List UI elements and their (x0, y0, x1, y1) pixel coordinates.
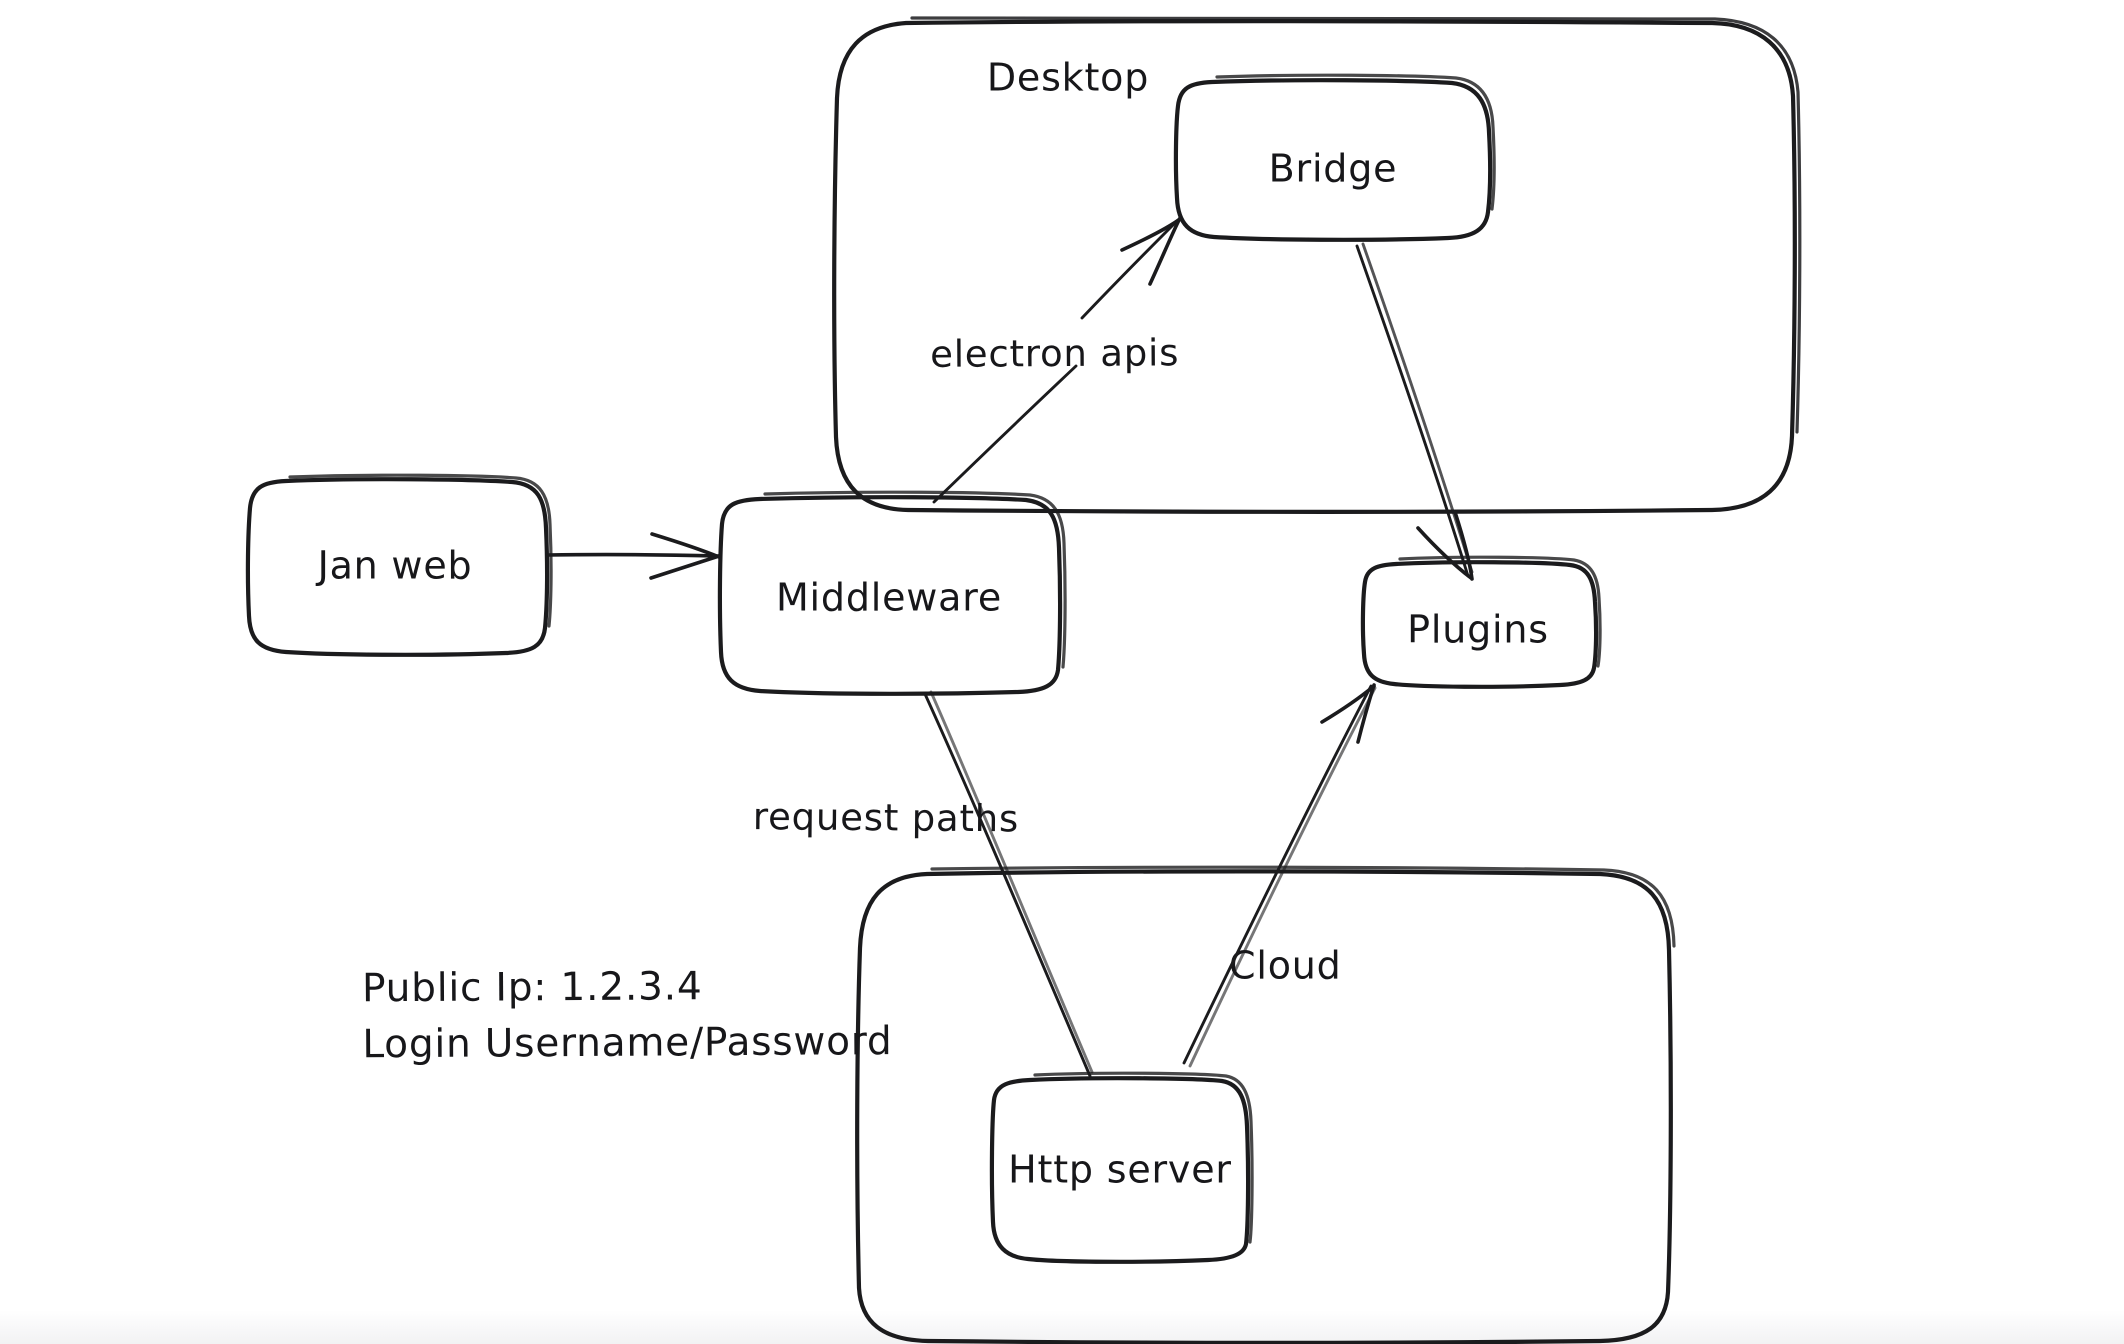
edge-http-server-to-plugins-arrowhead (1320, 683, 1376, 744)
node-http-server-outline-echo (1033, 1071, 1254, 1244)
node-plugins-outline (1360, 560, 1599, 689)
node-bridge-label: Bridge (1269, 147, 1398, 191)
node-jan-web[interactable]: Jan web (245, 473, 553, 657)
group-desktop-outline (832, 19, 1797, 514)
node-jan-web-outline-echo (288, 473, 553, 628)
note-login-credentials: Login Username/Password (362, 1019, 892, 1067)
edge-jan-web-to-middleware[interactable] (546, 532, 721, 580)
group-cloud-label: Cloud (1229, 944, 1342, 988)
node-http-server-outline (989, 1076, 1251, 1264)
node-middleware-label: Middleware (776, 576, 1002, 620)
edge-middleware-to-bridge-line-lower (932, 364, 1078, 504)
group-desktop-outline-echo (910, 15, 1802, 434)
edge-middleware-to-http-server-label: request paths (753, 795, 1020, 840)
edge-http-server-to-plugins-line-echo (1188, 686, 1377, 1068)
group-cloud[interactable]: Cloud (855, 865, 1676, 1344)
edge-bridge-to-plugins[interactable] (1355, 242, 1474, 581)
edge-http-server-to-plugins[interactable] (1182, 683, 1377, 1068)
node-middleware-outline-echo (763, 490, 1067, 669)
note-public-ip: Public Ip: 1.2.3.4 (362, 964, 703, 1011)
edge-middleware-to-http-server-line (923, 692, 1092, 1078)
group-cloud-outline (855, 869, 1673, 1344)
node-bridge[interactable]: Bridge (1173, 73, 1496, 242)
edge-bridge-to-plugins-line-echo (1361, 242, 1474, 574)
node-jan-web-outline (245, 477, 550, 657)
edge-jan-web-to-middleware-arrowhead (649, 532, 721, 580)
node-plugins-label: Plugins (1407, 608, 1549, 652)
edge-bridge-to-plugins-line (1355, 244, 1470, 578)
edge-middleware-to-bridge-arrowhead (1120, 216, 1182, 286)
notes-block: Public Ip: 1.2.3.4 Login Username/Passwo… (362, 964, 893, 1067)
node-middleware[interactable]: Middleware (717, 490, 1067, 696)
node-middleware-outline (717, 495, 1063, 696)
node-bridge-outline (1173, 78, 1493, 242)
edge-http-server-to-plugins-line (1182, 684, 1373, 1065)
node-http-server-label: Http server (1008, 1148, 1232, 1192)
node-jan-web-label: Jan web (316, 544, 473, 588)
edge-middleware-to-bridge-line-upper (1080, 218, 1180, 320)
edge-middleware-to-bridge-label: electron apis (930, 331, 1179, 376)
edge-bridge-to-plugins-arrowhead (1416, 510, 1474, 581)
group-cloud-outline-echo (930, 865, 1676, 948)
edge-middleware-to-bridge[interactable]: electron apis (930, 216, 1182, 504)
group-desktop[interactable]: Desktop (832, 15, 1802, 514)
node-http-server[interactable]: Http server (989, 1071, 1254, 1264)
node-plugins[interactable]: Plugins (1360, 555, 1602, 689)
edge-jan-web-to-middleware-line (546, 552, 721, 558)
node-plugins-outline-echo (1398, 555, 1602, 668)
node-bridge-outline-echo (1215, 73, 1496, 211)
group-desktop-label: Desktop (987, 56, 1149, 100)
edge-middleware-to-http-server[interactable]: request paths (753, 690, 1094, 1078)
edge-middleware-to-http-server-line-echo (929, 690, 1094, 1074)
